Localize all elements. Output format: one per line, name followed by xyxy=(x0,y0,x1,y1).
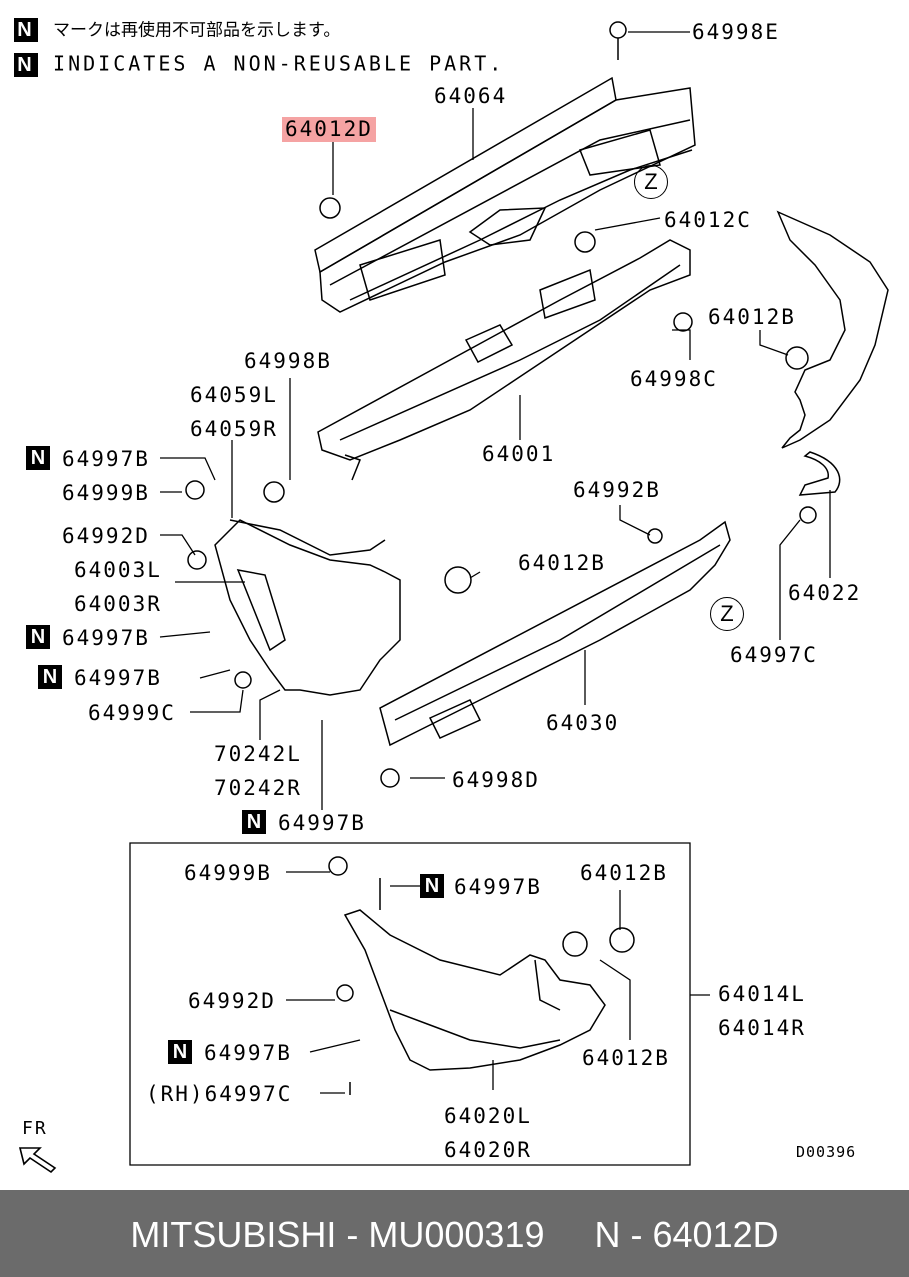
label-64012B: 64012B xyxy=(580,861,668,885)
label-64014L: 64014L xyxy=(718,982,806,1006)
n-mark: N xyxy=(26,446,50,470)
footer-brand: MITSUBISHI xyxy=(130,1214,337,1255)
footer-text: MITSUBISHI - MU000319 N - 64012D xyxy=(130,1214,779,1255)
label-64999B: 64999B xyxy=(62,481,150,505)
n-mark: N xyxy=(14,53,38,77)
footer-part-number: MU000319 xyxy=(368,1214,545,1255)
label-64998C: 64998C xyxy=(630,367,718,391)
label-64999C: 64999C xyxy=(88,701,176,725)
footer-bar: MITSUBISHI - MU000319 N - 64012D xyxy=(0,1190,909,1277)
center-beam xyxy=(317,239,691,481)
label-64003L: 64003L xyxy=(74,558,162,582)
n-mark: N xyxy=(26,625,50,649)
label-64001: 64001 xyxy=(482,442,556,466)
label-64997B: 64997B xyxy=(204,1041,292,1065)
fr-label: FR xyxy=(22,1118,48,1139)
side-flap xyxy=(776,210,889,449)
label-64998E: 64998E xyxy=(692,20,780,44)
label-64998B: 64998B xyxy=(244,349,332,373)
legend-jp-text: マークは再使用不可部品を示します。 xyxy=(53,20,341,41)
diagram-drawing xyxy=(18,21,889,1174)
fr-arrow xyxy=(18,1147,57,1174)
upper-deflector-panel xyxy=(314,76,696,313)
label-64997B: 64997B xyxy=(62,626,150,650)
legend-en: N INDICATES A NON-REUSABLE PART. xyxy=(14,53,504,77)
lower-bumper-bar xyxy=(379,520,731,747)
diagram-code: D00396 xyxy=(796,1143,857,1161)
label-64020R: 64020R xyxy=(444,1138,532,1162)
leader-lines xyxy=(129,31,831,1166)
label-64012D-highlight: 64012D xyxy=(282,117,376,142)
label-64020L: 64020L xyxy=(444,1104,532,1128)
zone-marker-z: Z xyxy=(634,165,668,199)
n-mark: N xyxy=(38,665,62,689)
fasteners xyxy=(185,21,817,788)
label-64997B: 64997B xyxy=(278,811,366,835)
label-64022: 64022 xyxy=(788,581,862,605)
label-64012B: 64012B xyxy=(582,1046,670,1070)
label-64997B: 64997B xyxy=(74,666,162,690)
label-64998D: 64998D xyxy=(452,768,540,792)
zone-marker-z: Z xyxy=(710,597,744,631)
label-64997C-rh: (RH)64997C xyxy=(146,1082,293,1106)
n-mark: N xyxy=(168,1040,192,1064)
label-70242L: 70242L xyxy=(214,742,302,766)
label-64014R: 64014R xyxy=(718,1016,806,1040)
n-mark: N xyxy=(420,874,444,898)
left-bracket xyxy=(214,519,401,696)
n-mark: N xyxy=(242,810,266,834)
label-64064: 64064 xyxy=(434,84,508,108)
parts-diagram: N マークは再使用不可部品を示します。 N INDICATES A NON-RE… xyxy=(14,18,889,1174)
label-64992D: 64992D xyxy=(188,989,276,1013)
legend-en-text: INDICATES A NON-REUSABLE PART. xyxy=(53,51,505,76)
n-mark: N xyxy=(14,18,38,42)
label-70242R: 70242R xyxy=(214,776,302,800)
label-64012B: 64012B xyxy=(518,551,606,575)
footer-catalog-ref: N - 64012D xyxy=(594,1214,779,1255)
label-64003R: 64003R xyxy=(74,592,162,616)
label-64992B: 64992B xyxy=(573,478,661,502)
label-64012C: 64012C xyxy=(664,208,752,232)
side-guard-64022 xyxy=(798,451,841,496)
label-64999B: 64999B xyxy=(184,861,272,885)
label-64059L: 64059L xyxy=(190,383,278,407)
label-64997C: 64997C xyxy=(730,643,818,667)
label-64012B: 64012B xyxy=(708,305,796,329)
label-64030: 64030 xyxy=(546,711,620,735)
label-64992D: 64992D xyxy=(62,524,150,548)
corner-piece xyxy=(328,856,635,1095)
label-64997B: 64997B xyxy=(62,447,150,471)
legend-jp: N マークは再使用不可部品を示します。 xyxy=(14,18,340,42)
label-64997B: 64997B xyxy=(454,875,542,899)
label-64059R: 64059R xyxy=(190,417,278,441)
